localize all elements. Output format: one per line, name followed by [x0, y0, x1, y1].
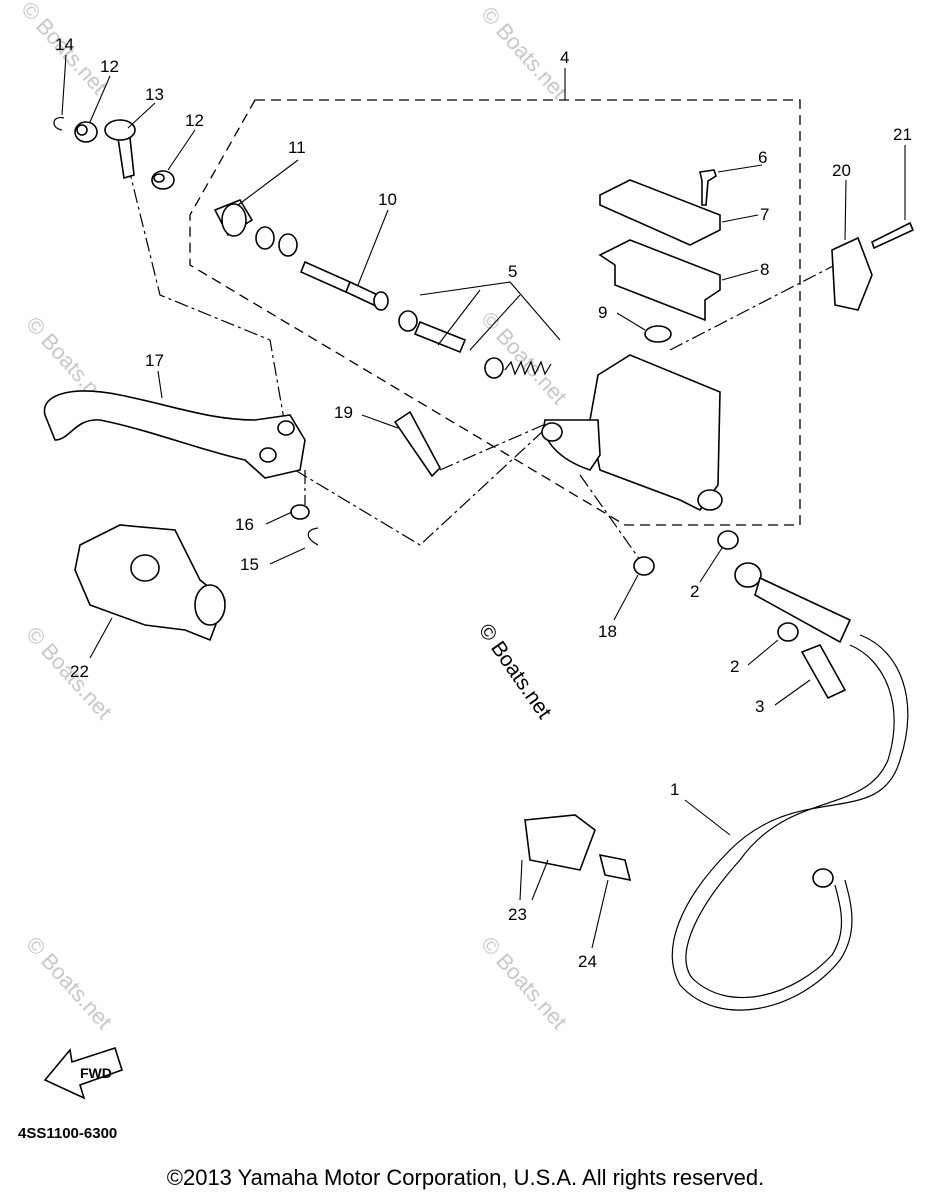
callout-13: 13	[145, 85, 164, 104]
main-watermark: © Boats.net	[474, 620, 556, 723]
callout-3: 3	[755, 697, 764, 716]
watermark: © Boats.net	[21, 932, 117, 1034]
callout-16: 16	[235, 515, 254, 534]
holder-20	[831, 236, 873, 311]
cover-opening	[194, 584, 226, 626]
callout-8: 8	[760, 260, 769, 279]
alignment-line	[669, 264, 836, 351]
callout-18: 18	[598, 622, 617, 641]
nut-12	[74, 121, 98, 143]
callout-23: 23	[508, 905, 527, 924]
callout-2b: 2	[730, 657, 739, 676]
alignment-line	[439, 419, 556, 471]
callout-14: 14	[55, 35, 74, 54]
nut-18	[633, 556, 655, 576]
callout-2: 2	[690, 582, 699, 601]
alignment-line	[294, 419, 556, 546]
watermark: © Boats.net	[476, 932, 572, 1034]
lever-hole	[259, 447, 277, 463]
master-cylinder-body	[541, 354, 723, 512]
assembly-boundary	[189, 99, 801, 526]
screw-6	[699, 169, 717, 206]
plate-9	[644, 325, 672, 343]
callout-21: 21	[893, 125, 912, 144]
callout-20: 20	[832, 161, 851, 180]
cover-hole	[130, 554, 160, 582]
pivot-bolt-13	[104, 119, 136, 180]
hose-1	[671, 562, 909, 1011]
dust-boot-11	[213, 199, 254, 237]
callout-22: 22	[70, 662, 89, 681]
circlip-14	[53, 116, 65, 131]
push-rod-10	[299, 260, 389, 311]
washer	[278, 233, 298, 257]
piston-kit-5	[398, 310, 552, 379]
callout-11: 11	[288, 138, 306, 157]
clamp-23	[524, 814, 596, 871]
gasket-2	[717, 530, 739, 550]
callout-7: 7	[760, 205, 769, 224]
bolt-24	[598, 853, 632, 882]
callout-1: 1	[670, 780, 679, 799]
catalog-code: 4SS1100-6300	[18, 1125, 118, 1142]
callout-leaders	[61, 54, 906, 949]
gasket-2b	[777, 622, 799, 642]
callout-labels: 14 12 13 12 4 11 10 5 6 7 8 9 20 21 17 1…	[55, 35, 912, 971]
callout-17: 17	[145, 351, 164, 370]
union-bolt-3	[800, 644, 847, 700]
lever-17	[43, 390, 306, 479]
nut-12b	[151, 170, 175, 190]
callout-5: 5	[508, 262, 517, 281]
callout-12b: 12	[185, 111, 204, 130]
callout-15: 15	[240, 555, 259, 574]
alignment-line	[127, 164, 286, 426]
lever-cover-22	[74, 524, 226, 642]
callout-10: 10	[378, 190, 397, 209]
fwd-label: FWD	[80, 1065, 112, 1081]
callout-4: 4	[560, 48, 569, 67]
bolt-19	[393, 410, 441, 478]
lever-pivot-hole	[277, 420, 295, 436]
leader-5	[419, 281, 561, 351]
alignment-line	[579, 474, 641, 561]
callout-12: 12	[100, 57, 119, 76]
callout-19: 19	[334, 403, 353, 422]
callout-6: 6	[758, 148, 767, 167]
fwd-arrow: FWD	[43, 1046, 123, 1100]
callout-24: 24	[578, 952, 597, 971]
washer-16	[290, 504, 310, 520]
copyright-notice: ©2013 Yamaha Motor Corporation, U.S.A. A…	[166, 1165, 765, 1190]
watermark: © Boats.net	[476, 307, 572, 409]
circlip-15	[307, 527, 319, 546]
bolt-21	[871, 221, 915, 250]
watermark: © Boats.net	[476, 2, 572, 104]
reservoir-cap-7	[599, 179, 721, 246]
diaphragm-8	[598, 239, 721, 322]
callout-9: 9	[598, 303, 607, 322]
snap-ring	[255, 226, 275, 250]
